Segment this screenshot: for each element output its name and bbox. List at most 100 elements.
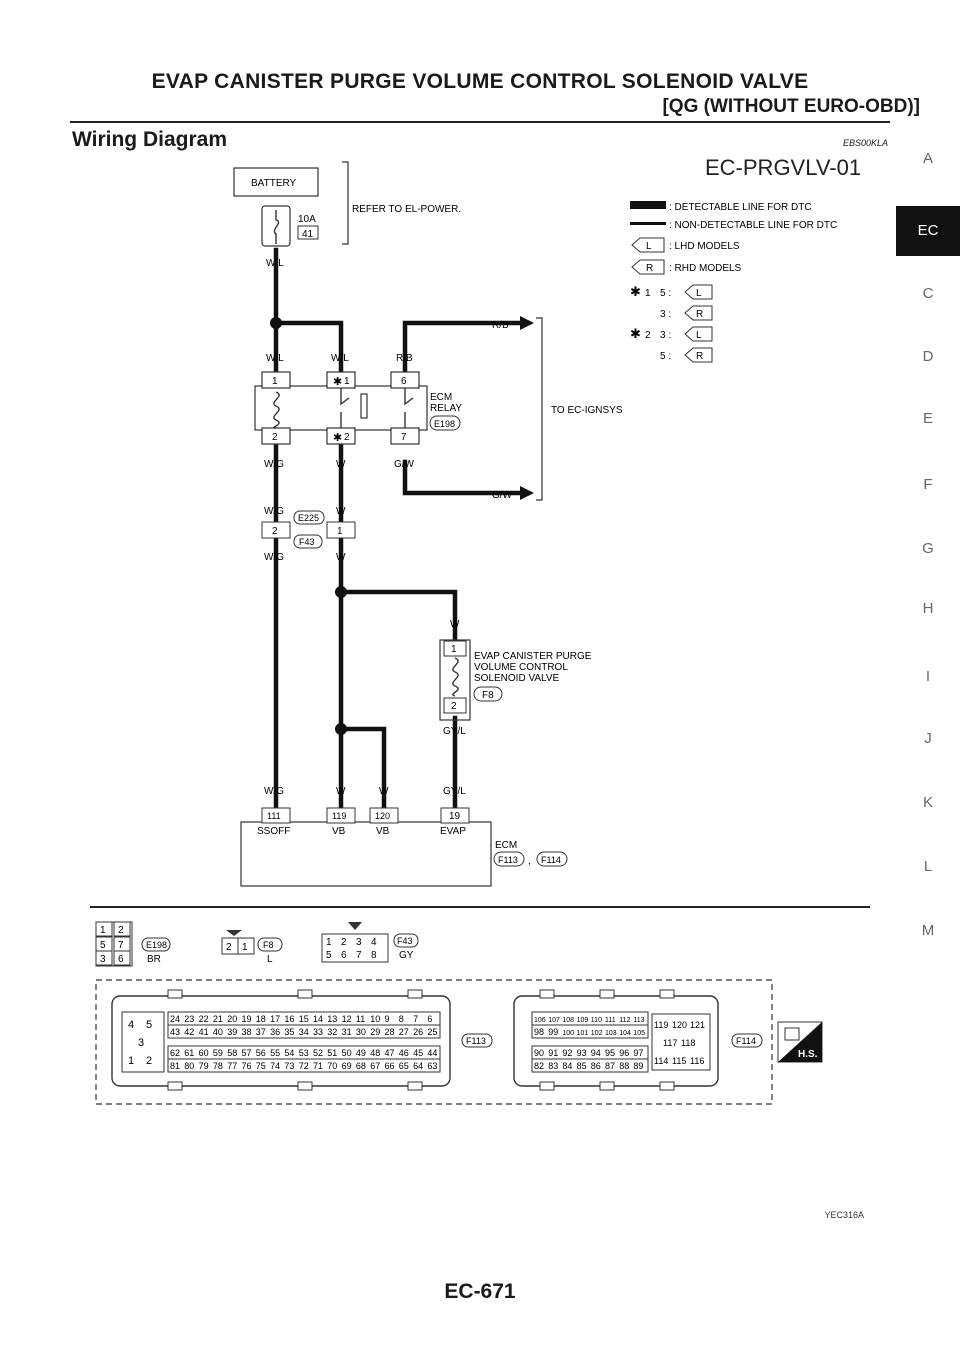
note1-b: 3 : [660,309,671,320]
e198-pin: 7 [118,940,124,951]
f114-pin: 91 [548,1048,558,1058]
f113-pin: 13 [327,1014,337,1024]
f113-pin: 16 [284,1014,294,1024]
side-index-a[interactable]: A [922,150,933,167]
legend-detectable: : DETECTABLE LINE FOR DTC [669,202,812,213]
header-rule [70,121,890,123]
f43-badge [393,933,419,948]
side-index-g[interactable]: G [922,540,934,557]
relay-star2-icon: ✱ [333,432,342,444]
side-index-ec[interactable]: EC [896,206,960,256]
f114-body [513,995,719,1087]
relay-star1-icon: ✱ [333,376,342,388]
joint-pin-1-box [326,521,356,539]
relay-star2: 2 [344,432,350,443]
legend-nondetectable: : NON-DETECTABLE LINE FOR DTC [669,220,837,231]
battery-label: BATTERY [251,178,297,189]
wire-label-w-ecm-1: W [336,786,346,797]
ecm-conn-2-badge [536,851,568,867]
f113-pin: 80 [184,1061,194,1071]
rhd-tag-shape [631,259,665,275]
f113-pin: 64 [413,1061,423,1071]
f114-pin: 100 [562,1030,574,1037]
side-index-j[interactable]: J [924,730,932,747]
f114-pin: 105 [633,1030,645,1037]
joint-pin-1: 1 [337,526,343,537]
f114-right-block [651,1013,711,1071]
wire-label-gw-arrow: G/W [492,490,513,501]
f113-pin: 37 [256,1027,266,1037]
tag-shape-1 [684,284,713,300]
lhd-tag-shape [631,237,665,253]
legend-lhd: : LHD MODELS [669,241,740,252]
side-index-f[interactable]: F [923,476,933,493]
side-index-e[interactable]: E [922,410,933,427]
detectable-wires [273,247,523,811]
relay-conn: E198 [434,419,455,429]
legend-nondetectable-swatch [630,222,666,225]
f113-pin: 6 [427,1014,432,1024]
f114-right-pin: 121 [690,1020,705,1030]
side-index-m[interactable]: M [921,922,935,939]
relay-label-1: ECM [430,392,452,403]
f114-tab [599,989,615,999]
lhd-tag: L [646,241,652,252]
relay-pin-1-box [261,371,291,389]
side-index-i[interactable]: I [925,668,931,685]
f8-pin-box [237,937,255,955]
f114-right-pin: 120 [672,1020,687,1030]
f113-pin: 40 [213,1027,223,1037]
f43-pin: 2 [341,937,347,948]
side-index-k[interactable]: K [922,794,933,811]
relay-switch-b-icon [404,388,414,428]
f113-pin: 55 [270,1048,280,1058]
f113-pin: 74 [270,1061,280,1071]
f113-pin: 23 [184,1014,194,1024]
valve-pin-1-box [443,640,467,657]
side-index-c[interactable]: C [922,285,934,302]
side-index-h[interactable]: H [922,600,934,617]
hs-label: H.S. [798,1049,818,1060]
f113-pin: 29 [370,1027,380,1037]
f113-left-pin: 4 [128,1019,134,1031]
note1-star-icon: ✱ [630,284,641,299]
wire-label-gyl-ecm: GY/L [443,786,466,797]
page-header-title: EVAP CANISTER PURGE VOLUME CONTROL SOLEN… [151,70,809,93]
f113-pin: 26 [413,1027,423,1037]
wire-label-w-3: W [336,552,346,563]
side-index-d[interactable]: D [922,348,934,365]
ecm-pin-120-box [369,807,399,824]
f114-pin: 99 [548,1027,558,1037]
f113-pin: 76 [242,1061,252,1071]
f8-pin: 2 [226,942,232,953]
f43-pin: 3 [356,937,362,948]
f114-right-pin: 115 [672,1056,686,1066]
f113-pin: 32 [327,1027,337,1037]
f113-pin: 44 [427,1048,437,1058]
f114-pin: 88 [619,1061,629,1071]
relay-label-2: RELAY [430,403,462,414]
f43-id: F43 [397,936,413,946]
f113-pin: 27 [399,1027,409,1037]
f113-tab [407,1081,423,1091]
page-header-subtitle: [QG (WITHOUT EURO-OBD)] [662,96,920,117]
splice-valve [335,586,347,598]
ecm-conn-1: F113 [498,855,518,865]
f114-pin: 93 [577,1048,587,1058]
ecm-pin-19-box [440,807,470,824]
ecm-conn-sep: , [528,856,531,867]
f113-pin: 66 [385,1061,395,1071]
f114-pin: 92 [562,1048,572,1058]
f114-pin: 90 [534,1048,544,1058]
f113-pin: 20 [227,1014,237,1024]
e198-pin: 5 [100,940,106,951]
f113-pin: 48 [370,1048,380,1058]
wire-label-wg-3: W/G [264,552,284,563]
side-index-l[interactable]: L [923,858,933,875]
f113-pin: 43 [170,1027,180,1037]
ignsys-bracket [536,317,543,501]
e198-badge [141,937,171,952]
ecm-pin-0: 111 [267,811,281,821]
note2-number: 2 [645,330,651,341]
